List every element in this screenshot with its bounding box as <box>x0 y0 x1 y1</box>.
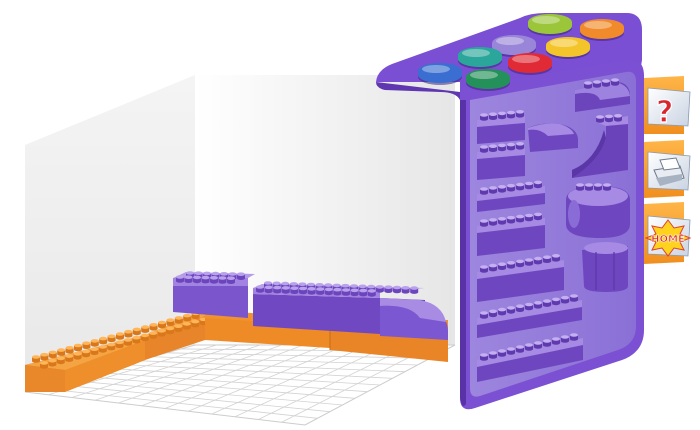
color-swatch-light-purple[interactable] <box>492 35 536 57</box>
palette-brick-2x6[interactable] <box>477 260 564 302</box>
side-tabs: ? HOME <box>644 76 692 264</box>
orange-studs-left <box>32 311 208 369</box>
palette-brick-plate-2x10[interactable] <box>477 338 583 382</box>
question-mark-icon: ? <box>656 95 673 130</box>
left-wall <box>25 75 195 370</box>
brick-palette <box>376 13 644 410</box>
build-room <box>24 75 456 426</box>
help-tab[interactable]: ? <box>644 76 691 134</box>
palette-brick-2x2-b[interactable] <box>477 148 525 180</box>
color-swatch-teal[interactable] <box>458 47 502 69</box>
color-swatches <box>418 14 624 91</box>
palette-brick-plate-2x8[interactable] <box>477 300 582 338</box>
built-model[interactable] <box>25 271 448 392</box>
home-badge-icon: HOME <box>644 219 692 257</box>
palette-brick-round-column[interactable] <box>582 242 628 292</box>
palette-brick-2x4[interactable] <box>477 218 545 256</box>
color-swatch-yellow[interactable] <box>546 37 590 59</box>
printer-icon <box>653 157 685 186</box>
palette-brick-2x2[interactable] <box>477 116 525 144</box>
color-swatch-red[interactable] <box>508 53 552 75</box>
color-swatch-green[interactable] <box>528 14 572 36</box>
color-swatch-dark-green[interactable] <box>466 69 510 91</box>
purple-studs-a <box>176 271 245 285</box>
palette-studs <box>480 78 622 361</box>
color-swatch-blue[interactable] <box>418 63 462 85</box>
purple-studs-b <box>256 281 419 297</box>
home-tab[interactable]: HOME <box>644 202 692 264</box>
palette-brick-curved-slope-2x2[interactable] <box>575 81 630 112</box>
purple-curved-slope[interactable] <box>380 298 448 340</box>
palette-brick-round-cylinder[interactable] <box>566 186 630 238</box>
help-card <box>647 87 691 127</box>
back-wall <box>195 75 455 345</box>
print-tab[interactable] <box>644 140 691 198</box>
home-label: HOME <box>651 234 685 245</box>
color-swatch-orange[interactable] <box>580 19 624 41</box>
palette-brick-plate-2x4[interactable] <box>477 186 545 212</box>
palette-brick-curved-slope-1x2[interactable] <box>528 123 578 153</box>
